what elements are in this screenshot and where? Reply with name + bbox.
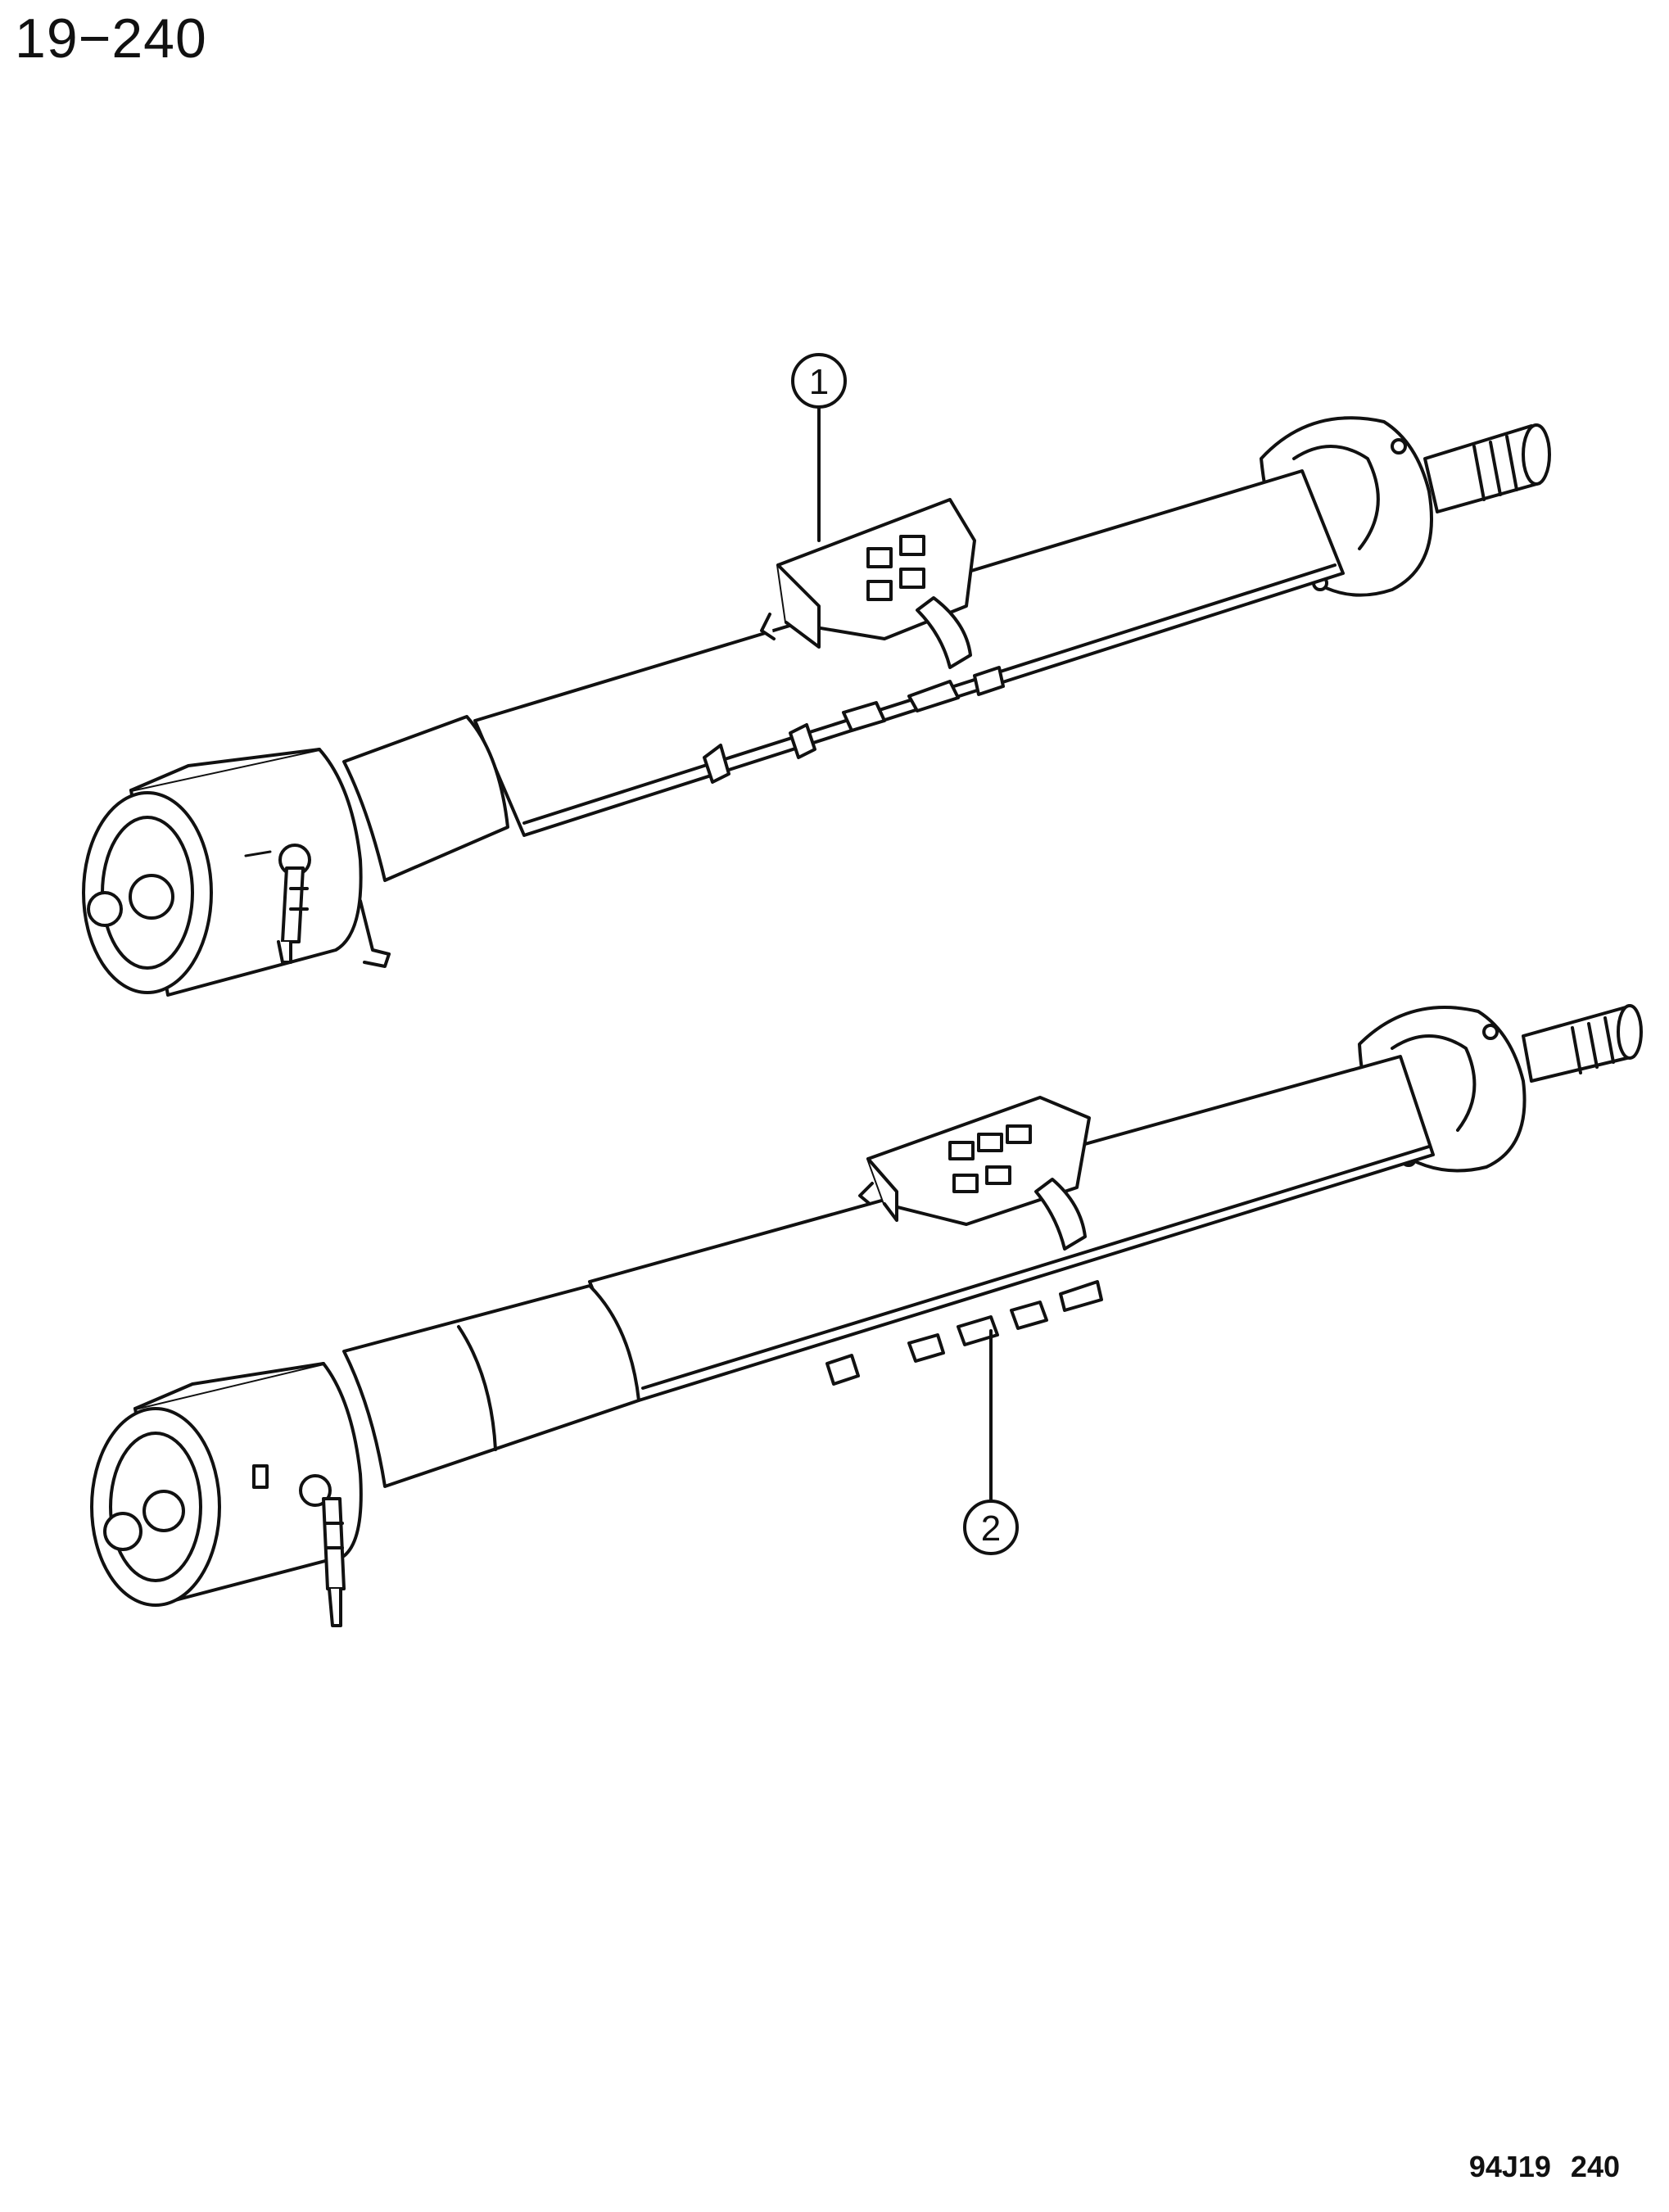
upper-underside-clips — [703, 666, 1005, 784]
callout-2 — [963, 1329, 1019, 1555]
lower-column-shroud — [342, 1284, 640, 1488]
callout-1 — [791, 353, 847, 542]
lower-band-clamp — [1034, 1178, 1087, 1251]
figure-reference-code: 94J19 240 — [1468, 2150, 1620, 2183]
lower-end-cap — [90, 1407, 221, 1607]
callout-2-label: 2 — [981, 1509, 1001, 1549]
page-code: 19−240 — [15, 7, 207, 70]
upper-column-shroud — [342, 715, 509, 882]
upper-band-clamp — [916, 596, 972, 669]
lower-ignition-key — [252, 1464, 346, 1627]
callout-1-label: 1 — [809, 362, 829, 402]
lower-underside-clips — [825, 1280, 1103, 1386]
upper-end-cap — [82, 791, 213, 994]
lower-switch-housing — [858, 1096, 1091, 1226]
upper-steering-column — [82, 416, 1551, 997]
upper-ignition-key — [244, 844, 391, 968]
lower-steering-column — [90, 1004, 1643, 1627]
upper-shaft-spline — [1423, 423, 1551, 513]
lower-shaft-spline — [1522, 1004, 1643, 1083]
